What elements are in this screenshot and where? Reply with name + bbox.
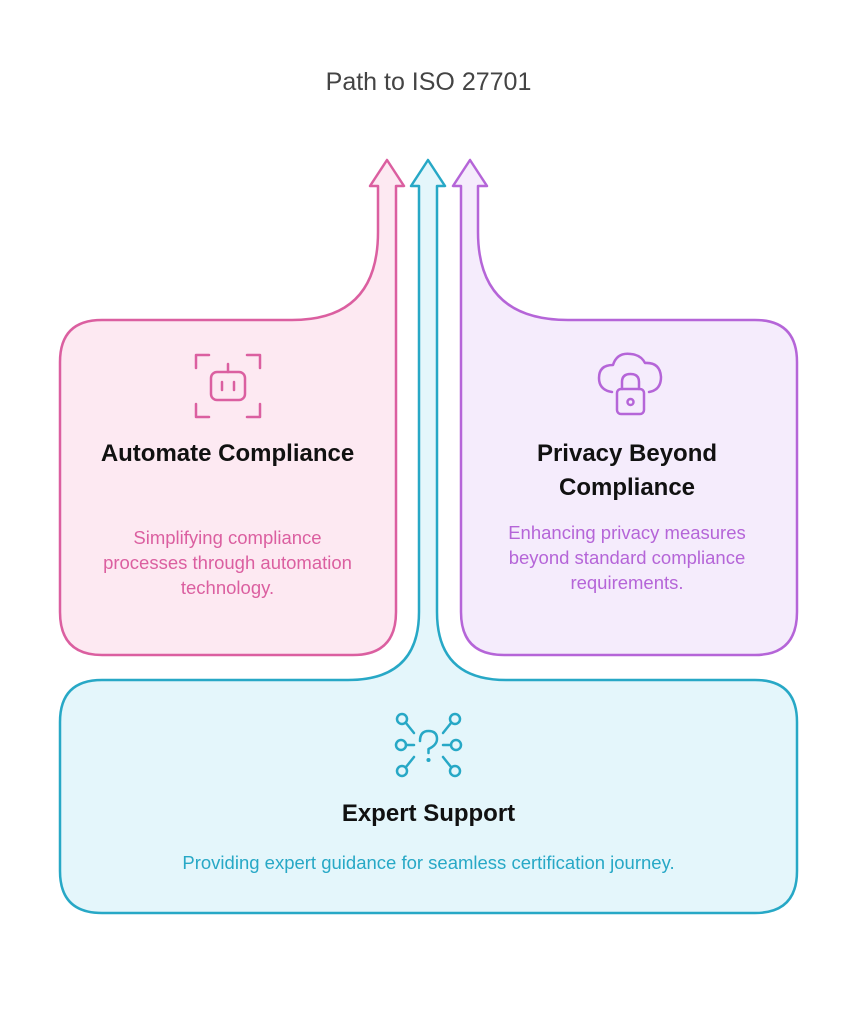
expert-support-title: Expert Support <box>341 800 516 827</box>
robot-icon <box>194 353 262 419</box>
automate-compliance-description: Simplifying compliance processes through… <box>103 527 352 598</box>
privacy-beyond-compliance-description: Enhancing privacy measures beyond standa… <box>508 522 746 593</box>
diagram-title: Path to ISO 27701 <box>325 68 532 96</box>
left-card-arrow-shape <box>58 158 406 657</box>
cloud-lock-icon <box>597 352 663 416</box>
right-card-arrow-shape <box>451 158 799 657</box>
expert-support-description: Providing expert guidance for seamless c… <box>182 852 675 873</box>
privacy-beyond-compliance-title: Privacy Beyond Compliance <box>536 440 718 501</box>
automate-compliance-title: Automate Compliance <box>100 440 355 467</box>
question-network-icon <box>394 712 463 778</box>
bottom-card-arrow-shape <box>58 158 799 915</box>
